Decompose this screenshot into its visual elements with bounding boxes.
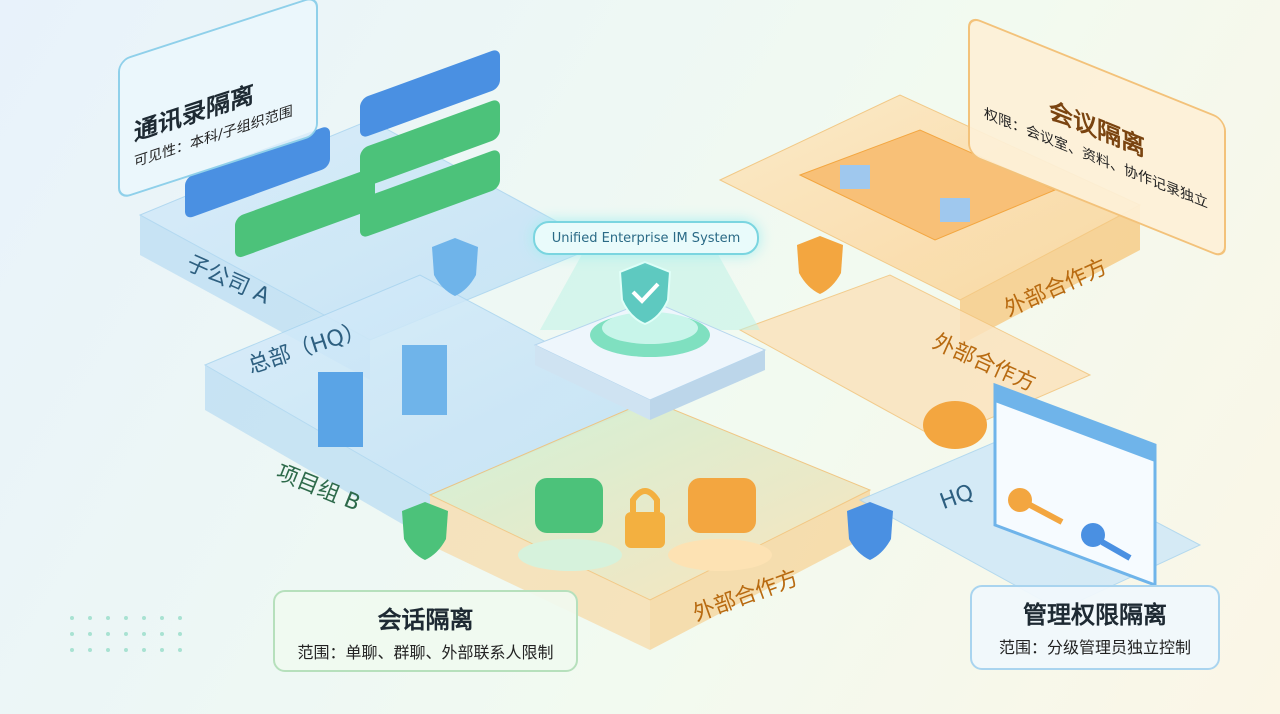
callout-admin-isolation: 管理权限隔离 范围：分级管理员独立控制 <box>970 585 1220 670</box>
shield-icon <box>618 260 672 326</box>
callout-session-isolation: 会话隔离 范围：单聊、群聊、外部联系人限制 <box>273 590 578 672</box>
callout-desc: 范围：单聊、群聊、外部联系人限制 <box>297 643 554 662</box>
key-icon <box>1008 488 1132 561</box>
building-icon <box>318 345 447 447</box>
central-hub <box>533 240 767 420</box>
shield-icon-blue <box>432 238 478 296</box>
shield-icon-green <box>402 502 448 560</box>
chat-bubble-icon <box>518 478 772 571</box>
contact-cards <box>185 50 500 258</box>
platform-session <box>428 399 872 650</box>
lock-icon <box>625 488 665 548</box>
meeting-table-icon <box>798 129 1057 241</box>
system-title-badge: Unified Enterprise IM System <box>533 221 759 255</box>
callout-title: 会话隔离 <box>377 606 474 634</box>
dot-grid-decoration <box>70 616 182 652</box>
shield-icon-orange <box>797 236 843 294</box>
callout-title: 管理权限隔离 <box>1023 601 1167 629</box>
cloud-database-icon <box>923 401 987 449</box>
shield-icon-blue-right <box>847 502 893 560</box>
callout-desc: 范围：分级管理员独立控制 <box>998 638 1191 657</box>
